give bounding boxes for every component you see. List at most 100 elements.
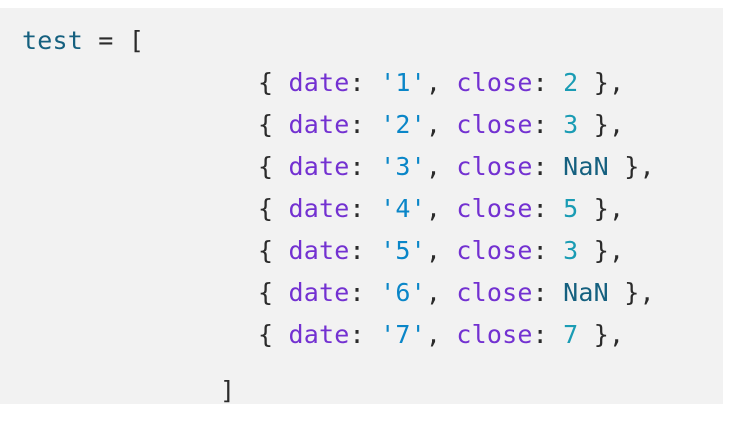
property-value-close: NaN [563,278,609,307]
array-close-bracket: ] [220,376,236,405]
property-key-date: date [288,194,350,223]
space [273,236,288,265]
object-close-brace: } [593,110,609,139]
colon-punctuation: : [532,320,548,349]
property-value-date: '2' [380,110,426,139]
property-key-close: close [456,68,533,97]
space [365,320,380,349]
space [548,194,563,223]
comma-punctuation: , [608,236,625,265]
space [273,152,288,181]
property-value-date: '1' [380,68,426,97]
property-key-close: close [456,110,533,139]
comma-punctuation: , [425,236,442,265]
colon-punctuation: : [532,278,548,307]
property-key-close: close [456,236,533,265]
property-key-date: date [288,320,350,349]
code-line-object-entry: { date: '4', close: 5 }, [0,188,624,230]
comma-punctuation: , [639,152,655,181]
property-key-date: date [288,68,350,97]
comma-punctuation: , [425,68,442,97]
space [441,68,456,97]
comma-punctuation: , [425,194,442,223]
space [365,194,380,223]
code-line-object-entry: { date: '2', close: 3 }, [0,104,624,146]
space [365,236,380,265]
object-open-brace: { [258,152,274,181]
space [365,152,380,181]
colon-punctuation: : [532,236,548,265]
array-open-bracket: [ [128,26,145,55]
code-line-object-entry: { date: '6', close: NaN }, [0,272,655,314]
property-value-close: 2 [563,68,579,97]
comma-punctuation: , [608,194,625,223]
space [578,236,593,265]
space [273,68,288,97]
space [273,194,288,223]
property-key-date: date [288,110,350,139]
property-key-close: close [456,194,533,223]
object-open-brace: { [258,110,274,139]
comma-punctuation: , [608,68,625,97]
space [609,152,624,181]
property-value-close: 3 [563,236,579,265]
object-open-brace: { [258,278,274,307]
space [548,320,563,349]
space [273,278,288,307]
colon-punctuation: : [532,194,548,223]
colon-punctuation: : [532,68,548,97]
object-close-brace: } [593,68,609,97]
colon-punctuation: : [532,110,548,139]
object-close-brace: } [593,194,609,223]
colon-punctuation: : [349,68,365,97]
object-close-brace: } [593,236,609,265]
property-value-close: NaN [563,152,609,181]
colon-punctuation: : [349,236,365,265]
comma-punctuation: , [608,110,625,139]
space [548,278,563,307]
property-key-close: close [456,278,533,307]
comma-punctuation: , [425,320,442,349]
space [548,110,563,139]
space [441,278,456,307]
variable-name: test [22,26,84,55]
object-close-brace: } [624,278,640,307]
code-line-close-bracket: ] [0,370,235,412]
object-open-brace: { [258,320,274,349]
space [609,278,624,307]
space [441,320,456,349]
property-value-date: '6' [380,278,426,307]
colon-punctuation: : [349,152,365,181]
space [273,110,288,139]
space [441,194,456,223]
code-line-object-entry: { date: '7', close: 7 }, [0,314,624,356]
space [273,320,288,349]
code-line-object-entry: { date: '3', close: NaN }, [0,146,655,188]
space [548,152,563,181]
code-line-declaration: test = [ [0,20,144,62]
property-value-close: 7 [563,320,579,349]
colon-punctuation: : [349,110,365,139]
object-close-brace: } [593,320,609,349]
space [578,68,593,97]
object-open-brace: { [258,68,274,97]
assignment-operator: = [98,26,114,55]
space [441,110,456,139]
property-key-date: date [288,152,350,181]
space [578,110,593,139]
object-close-brace: } [624,152,640,181]
code-line-object-entry: { date: '5', close: 3 }, [0,230,624,272]
space [365,68,380,97]
space [365,110,380,139]
colon-punctuation: : [349,194,365,223]
space [441,236,456,265]
property-value-close: 3 [563,110,579,139]
space [548,68,563,97]
space [578,194,593,223]
space [548,236,563,265]
comma-punctuation: , [425,110,442,139]
code-line-object-entry: { date: '1', close: 2 }, [0,62,624,104]
property-value-date: '7' [380,320,426,349]
space [441,152,456,181]
